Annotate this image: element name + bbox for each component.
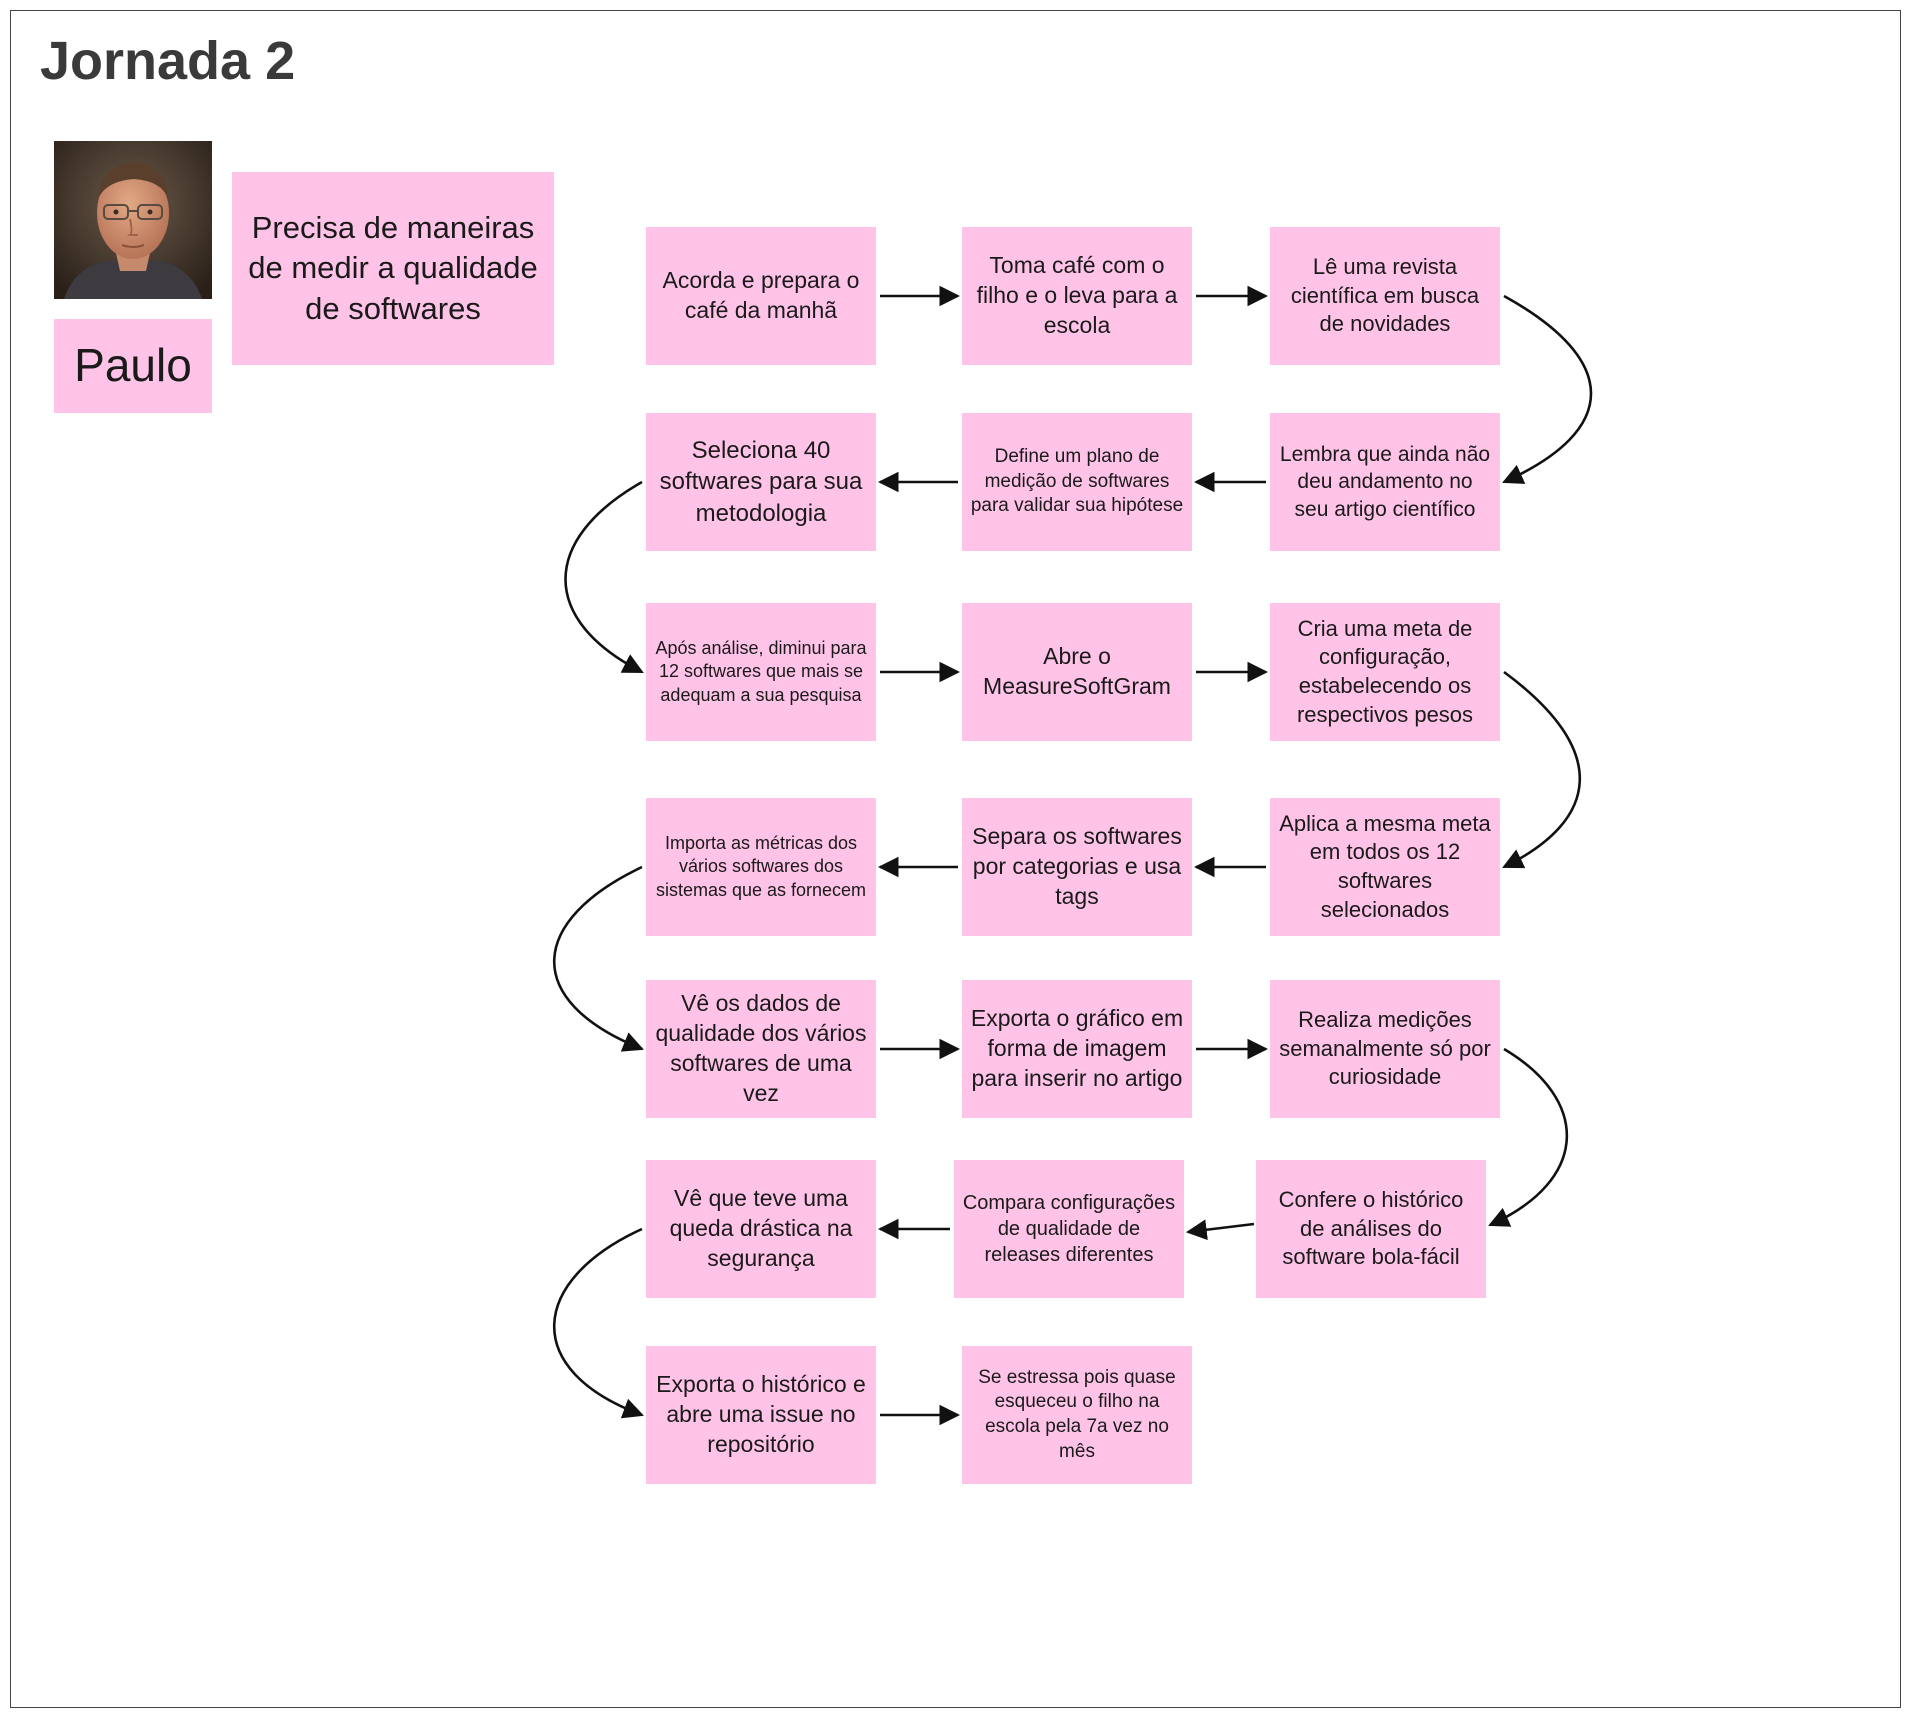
journey-step: Se estressa pois quase esqueceu o filho … <box>962 1346 1192 1484</box>
board-title: Jornada 2 <box>40 31 296 91</box>
journey-step-text: Se estressa pois quase esqueceu o filho … <box>978 1366 1176 1462</box>
journey-step-text: Vê os dados de qualidade dos vários soft… <box>655 990 867 1106</box>
journey-step: Vê que teve uma queda drástica na segura… <box>646 1160 876 1298</box>
journey-step: Importa as métricas dos vários softwares… <box>646 798 876 936</box>
journey-step: Cria uma meta de configuração, estabelec… <box>1270 603 1500 741</box>
journey-step-text: Exporta o gráfico em forma de imagem par… <box>970 1005 1184 1091</box>
persona-name-text: Paulo <box>74 339 192 392</box>
persona-need-text: Precisa de maneiras de medir a qualidade… <box>248 210 538 326</box>
journey-step: Compara configurações de qualidade de re… <box>954 1160 1184 1298</box>
journey-step: Acorda e prepara o café da manhã <box>646 227 876 365</box>
journey-step-text: Define um plano de medição de softwares … <box>970 445 1184 517</box>
journey-step: Seleciona 40 softwares para sua metodolo… <box>646 413 876 551</box>
journey-step: Confere o histórico de análises do softw… <box>1256 1160 1486 1298</box>
journey-step: Abre o MeasureSoftGram <box>962 603 1192 741</box>
journey-step: Separa os softwares por categorias e usa… <box>962 798 1192 936</box>
journey-step-text: Realiza medições semanalmente só por cur… <box>1279 1007 1491 1090</box>
journey-step-text: Confere o histórico de análises do softw… <box>1278 1187 1464 1270</box>
journey-step-text: Exporta o histórico e abre uma issue no … <box>656 1371 866 1457</box>
journey-step-text: Vê que teve uma queda drástica na segura… <box>669 1185 853 1271</box>
persona-photo <box>54 141 212 299</box>
journey-step-text: Acorda e prepara o café da manhã <box>662 267 860 323</box>
journey-step-text: Após análise, diminui para 12 softwares … <box>655 637 867 705</box>
persona-need: Precisa de maneiras de medir a qualidade… <box>232 172 554 365</box>
journey-step: Define um plano de medição de softwares … <box>962 413 1192 551</box>
journey-step: Após análise, diminui para 12 softwares … <box>646 603 876 741</box>
journey-step: Exporta o gráfico em forma de imagem par… <box>962 980 1192 1118</box>
journey-step: Realiza medições semanalmente só por cur… <box>1270 980 1500 1118</box>
journey-step-text: Toma café com o filho e o leva para a es… <box>976 252 1178 338</box>
journey-step-text: Abre o MeasureSoftGram <box>983 643 1171 699</box>
journey-step-text: Lembra que ainda não deu andamento no se… <box>1279 443 1491 521</box>
journey-step-text: Cria uma meta de configuração, estabelec… <box>1296 615 1474 727</box>
journey-step-text: Aplica a mesma meta em todos os 12 softw… <box>1279 810 1491 922</box>
persona-name: Paulo <box>54 319 212 413</box>
journey-step: Aplica a mesma meta em todos os 12 softw… <box>1270 798 1500 936</box>
journey-step: Toma café com o filho e o leva para a es… <box>962 227 1192 365</box>
journey-step-text: Seleciona 40 softwares para sua metodolo… <box>659 437 863 527</box>
journey-step-text: Importa as métricas dos vários softwares… <box>655 832 867 900</box>
journey-step: Lembra que ainda não deu andamento no se… <box>1270 413 1500 551</box>
journey-step-text: Separa os softwares por categorias e usa… <box>972 823 1182 909</box>
journey-step-text: Compara configurações de qualidade de re… <box>962 1192 1176 1266</box>
journey-step: Lê uma revista científica em busca de no… <box>1270 227 1500 365</box>
journey-step: Vê os dados de qualidade dos vários soft… <box>646 980 876 1118</box>
journey-step-text: Lê uma revista científica em busca de no… <box>1290 254 1480 337</box>
journey-step: Exporta o histórico e abre uma issue no … <box>646 1346 876 1484</box>
